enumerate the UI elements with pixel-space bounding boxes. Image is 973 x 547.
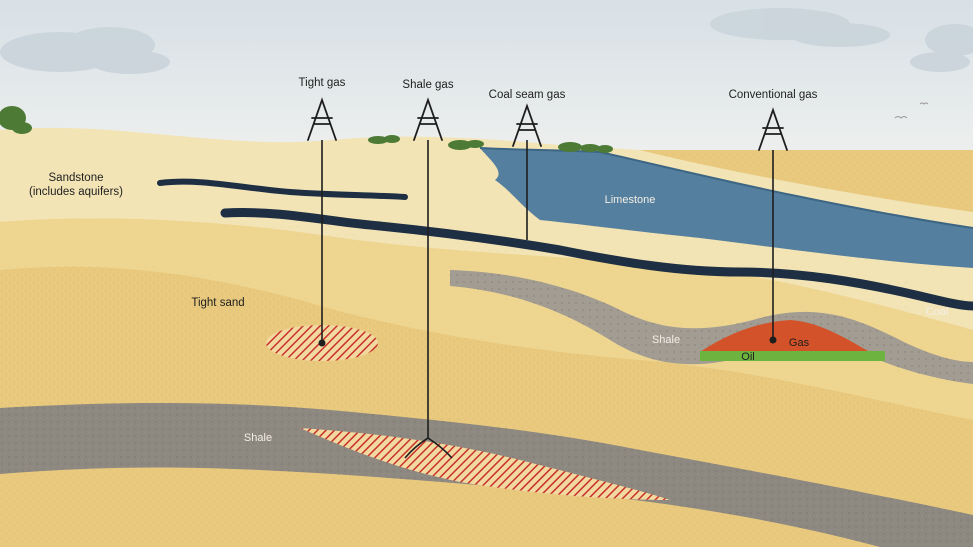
label-tight-sand: Tight sand — [191, 297, 244, 309]
vegetation — [0, 106, 613, 153]
label-limestone: Limestone — [605, 194, 656, 206]
gas-well-derrick-icon — [413, 97, 443, 141]
gas-well-derrick-icon — [758, 107, 788, 151]
label-gas: Gas — [789, 337, 810, 349]
shale-gas-horizontal-fracture — [404, 437, 453, 459]
label-oil: Oil — [741, 351, 754, 363]
clouds — [0, 8, 973, 74]
label-tight-gas: Tight gas — [299, 77, 346, 89]
label-sandstone: Sandstone — [49, 172, 104, 184]
gas-well-derrick-icon — [307, 97, 337, 141]
label-shale-gas: Shale gas — [402, 79, 453, 91]
limestone-layer — [480, 148, 973, 268]
gas-pocket — [700, 320, 870, 352]
tight-gas-well-tip — [318, 339, 326, 347]
label-shale-lower: Shale — [244, 432, 272, 444]
label-coal: Coal — [926, 306, 949, 318]
label-sandstone-aquifers: (includes aquifers) — [29, 186, 123, 198]
gas-well-derrick-icon — [512, 103, 542, 147]
coal-seam-upper — [157, 178, 408, 200]
birds — [894, 102, 929, 119]
label-shale-upper: Shale — [652, 334, 680, 346]
coal-seam-main — [220, 208, 973, 311]
conventional-gas-well-tip — [769, 336, 777, 344]
shale-gas-reservoir — [300, 428, 670, 500]
label-coal-seam-gas: Coal seam gas — [489, 89, 566, 101]
oil-pocket — [700, 351, 885, 361]
label-conventional-gas: Conventional gas — [729, 89, 818, 101]
